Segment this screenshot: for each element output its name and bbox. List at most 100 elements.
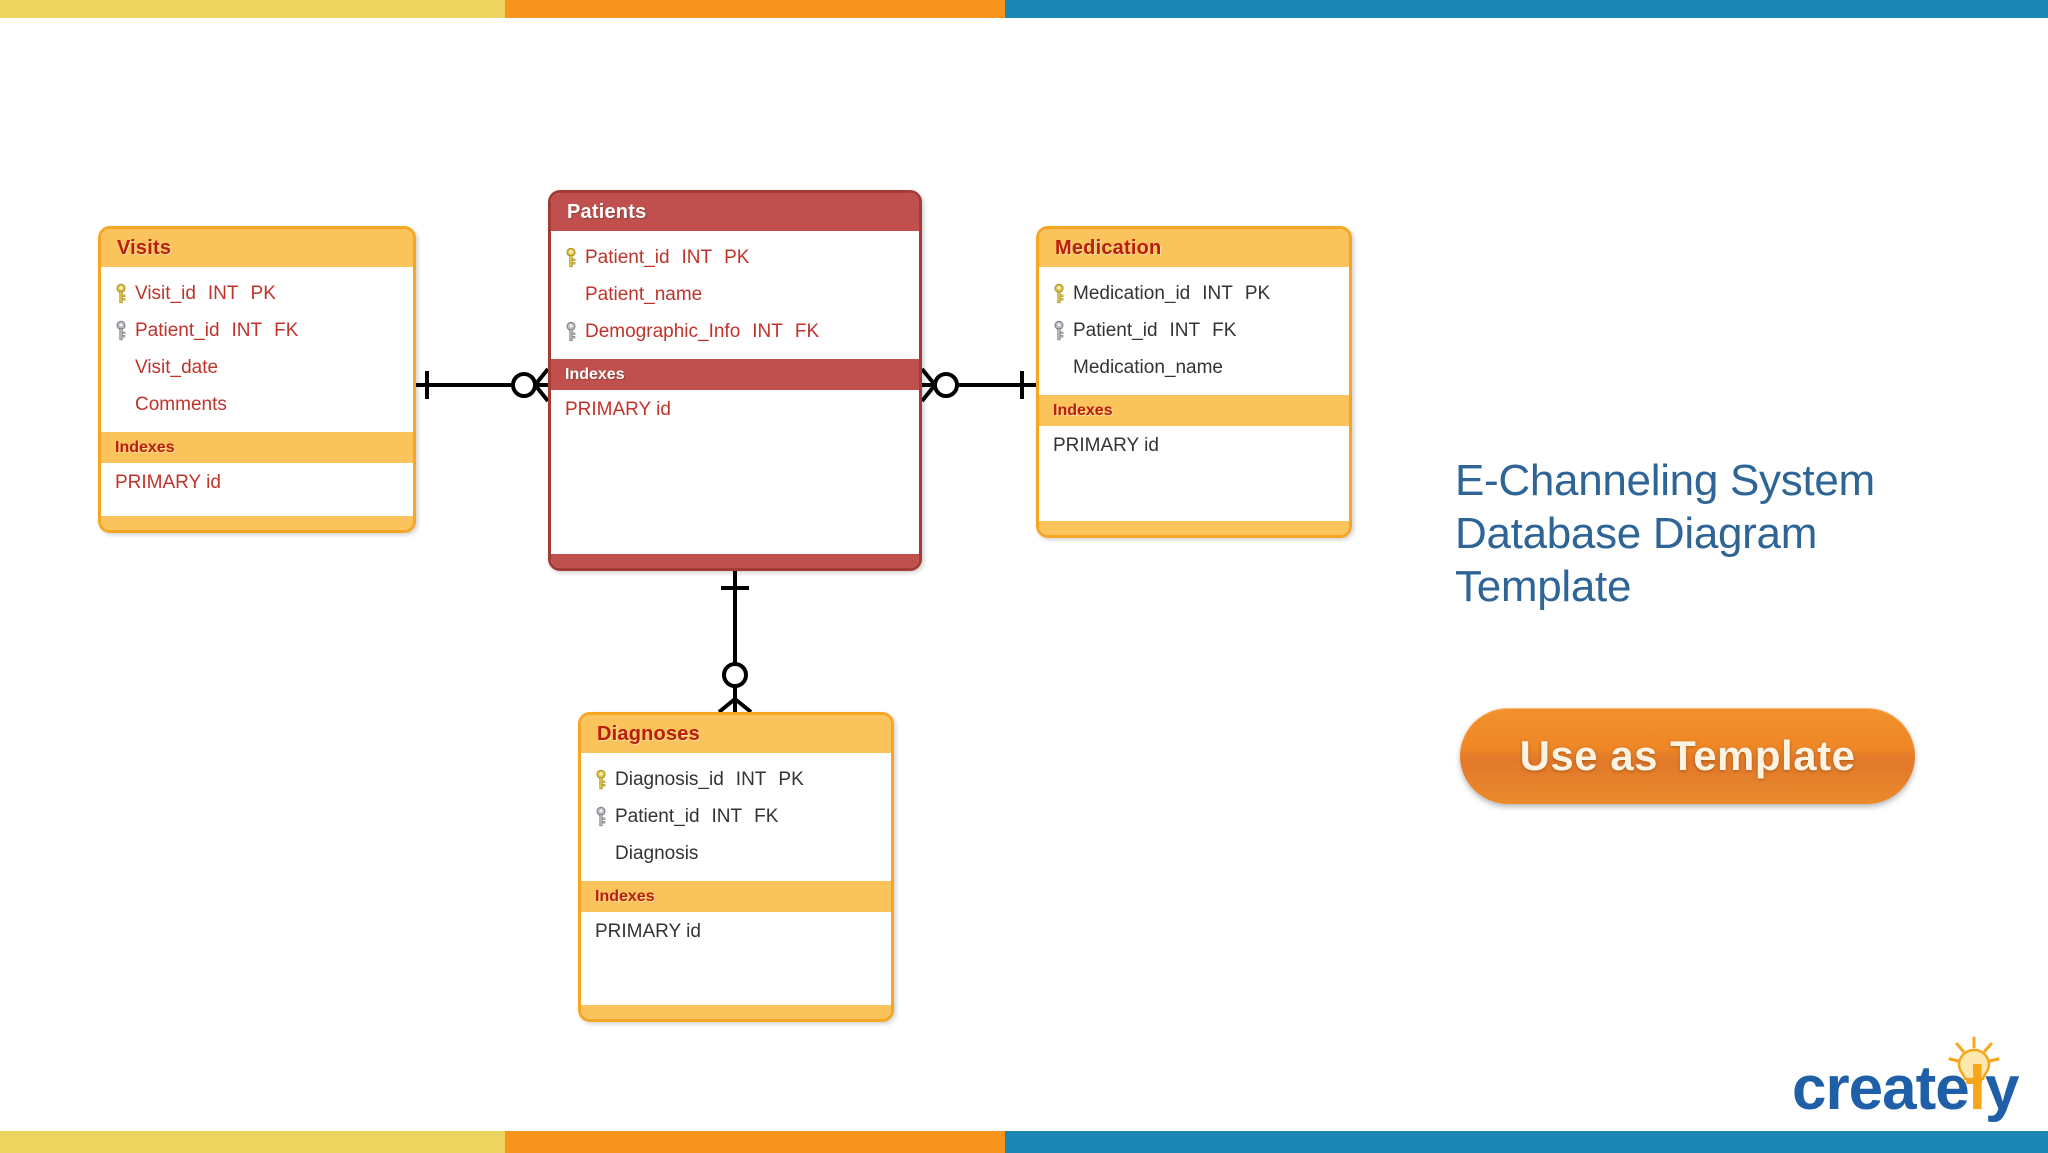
- brand-bar-segment-yellow: [0, 1131, 505, 1153]
- er-field-type: INT: [711, 805, 743, 827]
- er-field-constraint: FK: [1212, 319, 1237, 341]
- er-field-row[interactable]: Medication_name: [1039, 349, 1349, 386]
- er-field-name: Visit_id: [135, 282, 196, 304]
- er-field-type: INT: [231, 319, 263, 341]
- logo-text-creat: creat: [1792, 1054, 1936, 1123]
- primary-key-icon: [111, 281, 131, 307]
- primary-key-icon: [591, 767, 611, 793]
- er-table-title: Diagnoses: [581, 715, 891, 753]
- page-title: E-Channeling System Database Diagram Tem…: [1455, 455, 1955, 613]
- er-index-row: PRIMARY id: [101, 463, 413, 503]
- er-indexes-header: Indexes: [1039, 395, 1349, 426]
- er-field-name: Patient_id: [585, 246, 670, 268]
- er-field-constraint: FK: [754, 805, 779, 827]
- no-key-spacer: [111, 392, 131, 418]
- er-field-name: Patient_id: [1073, 319, 1158, 341]
- no-key-spacer: [591, 841, 611, 867]
- brand-bar-segment-blue: [1005, 1131, 2048, 1153]
- er-field-constraint: PK: [250, 282, 276, 304]
- er-index-row: PRIMARY id: [1039, 426, 1349, 466]
- er-table-title: Visits: [101, 229, 413, 267]
- lightbulb-icon: [1948, 1036, 2000, 1084]
- brand-bar-segment-yellow: [0, 0, 505, 18]
- logo-text-l: l: [1968, 1054, 1986, 1123]
- er-field-name: Comments: [135, 393, 227, 415]
- er-table-footer: [581, 1005, 891, 1019]
- er-indexes-header: Indexes: [101, 432, 413, 463]
- er-field-name: Diagnosis_id: [615, 768, 724, 790]
- er-index-row: PRIMARY id: [551, 390, 919, 430]
- er-field-row[interactable]: Visit_date: [101, 349, 413, 386]
- er-field-type: INT: [681, 246, 713, 268]
- er-table-title: Medication: [1039, 229, 1349, 267]
- brand-bar-segment-orange: [505, 0, 1005, 18]
- er-field-row[interactable]: Medication_id INT PK: [1039, 275, 1349, 312]
- er-index-row: PRIMARY id: [581, 912, 891, 952]
- er-indexes-header: Indexes: [581, 881, 891, 912]
- er-indexes-header: Indexes: [551, 359, 919, 390]
- er-field-row[interactable]: Diagnosis_id INT PK: [581, 761, 891, 798]
- page-title-line-2: Database Diagram: [1455, 508, 1818, 558]
- er-table-title: Patients: [551, 193, 919, 231]
- er-field-name: Diagnosis: [615, 842, 699, 864]
- er-field-row[interactable]: Comments: [101, 386, 413, 423]
- relationship-patients-medication: [920, 367, 1036, 403]
- er-field-name: Medication_name: [1073, 356, 1223, 378]
- er-table-footer: [1039, 521, 1349, 535]
- relationship-visits-patients: [416, 367, 550, 403]
- er-field-type: INT: [1169, 319, 1201, 341]
- er-field-constraint: FK: [794, 320, 820, 342]
- er-field-name: Demographic_Info: [585, 320, 741, 342]
- logo-text-y: y: [1984, 1054, 2019, 1123]
- page-title-line-3: Template: [1455, 561, 1632, 611]
- foreign-key-icon: [591, 804, 611, 830]
- er-field-type: INT: [735, 768, 767, 790]
- er-field-row[interactable]: Visit_id INT PK: [101, 275, 413, 312]
- er-field-name: Patient_name: [585, 283, 703, 305]
- top-brand-bar: [0, 0, 2048, 18]
- er-field-constraint: PK: [1244, 282, 1271, 304]
- creately-logo: creately: [1792, 1036, 2032, 1120]
- er-field-name: Medication_id: [1073, 282, 1191, 304]
- primary-key-icon: [561, 245, 581, 271]
- er-field-constraint: PK: [778, 768, 804, 790]
- er-field-name: Patient_id: [135, 319, 220, 341]
- no-key-spacer: [111, 355, 131, 381]
- er-field-constraint: FK: [274, 319, 299, 341]
- foreign-key-icon: [1049, 318, 1069, 344]
- er-field-type: INT: [752, 320, 783, 342]
- er-table-footer: [101, 516, 413, 530]
- creately-wordmark: creately: [1792, 1058, 2019, 1120]
- no-key-spacer: [1049, 355, 1069, 381]
- er-field-row[interactable]: Patient_id INT PK: [551, 239, 919, 276]
- er-field-row[interactable]: Patient_id INT FK: [581, 798, 891, 835]
- page-title-line-1: E-Channeling System: [1455, 456, 1875, 505]
- er-field-constraint: PK: [724, 246, 750, 268]
- er-field-row[interactable]: Diagnosis: [581, 835, 891, 872]
- logo-text-e: e: [1935, 1054, 1969, 1123]
- er-field-row[interactable]: Patient_name: [551, 276, 919, 313]
- er-field-type: INT: [1202, 282, 1233, 304]
- brand-bar-segment-orange: [505, 1131, 1005, 1153]
- er-field-type: INT: [207, 282, 239, 304]
- no-key-spacer: [561, 282, 581, 308]
- er-field-row[interactable]: Patient_id INT FK: [101, 312, 413, 349]
- primary-key-icon: [1049, 281, 1069, 307]
- er-field-row[interactable]: Patient_id INT FK: [1039, 312, 1349, 349]
- bottom-brand-bar: [0, 1131, 2048, 1153]
- er-field-name: Visit_date: [135, 356, 219, 378]
- er-field-row[interactable]: Demographic_Info INT FK: [551, 313, 919, 350]
- brand-bar-segment-blue: [1005, 0, 2048, 18]
- er-field-name: Patient_id: [615, 805, 700, 827]
- use-as-template-button[interactable]: Use as Template: [1460, 708, 1915, 804]
- foreign-key-icon: [111, 318, 131, 344]
